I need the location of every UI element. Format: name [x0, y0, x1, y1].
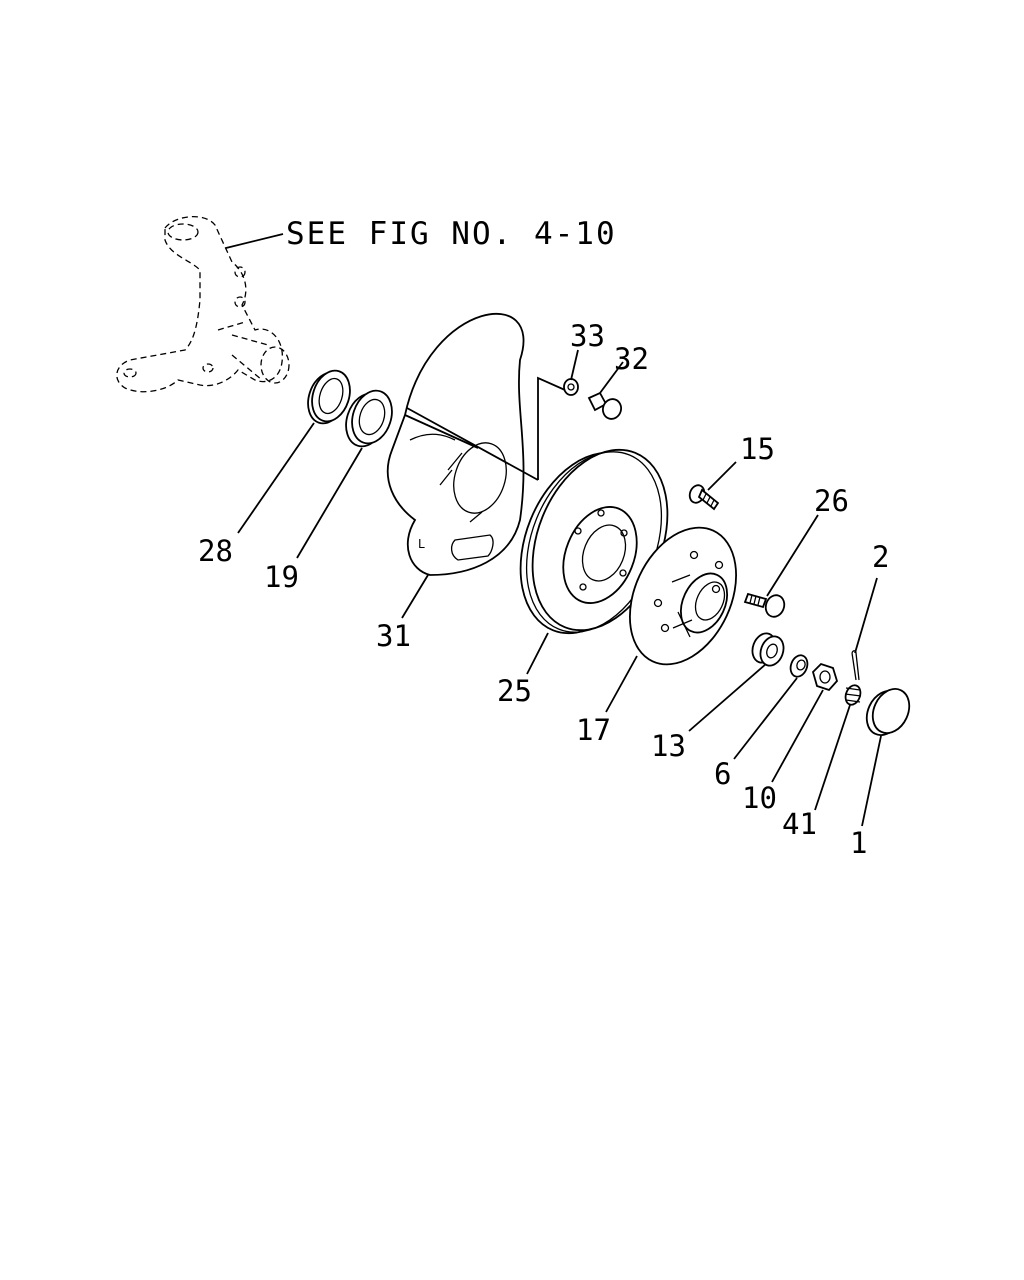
mounting-reference-lines — [406, 376, 566, 481]
part-13-outer-bearing — [751, 632, 785, 667]
part-25-brake-disc — [519, 448, 669, 635]
callout-15: 15 — [740, 432, 775, 466]
part-10-nut — [811, 662, 839, 692]
part-19-bearing — [345, 389, 393, 448]
callout-28: 28 — [198, 534, 233, 568]
mounting-reference-line-2 — [404, 414, 479, 449]
leader-6 — [733, 677, 798, 760]
leader-2 — [854, 577, 878, 654]
callout-1: 1 — [850, 826, 867, 860]
callout-19: 19 — [264, 560, 299, 594]
leader-15 — [707, 461, 737, 491]
callout-2: 2 — [872, 540, 889, 574]
leader-25 — [526, 632, 549, 675]
leader-10 — [771, 689, 824, 783]
leader-32 — [599, 361, 624, 394]
leader-33 — [570, 349, 579, 381]
part-31-dust-shield: L — [386, 313, 525, 576]
leader-31 — [401, 574, 429, 619]
part-17-hub — [629, 526, 737, 666]
leader-28 — [237, 422, 315, 534]
leader-1 — [861, 735, 882, 827]
part-32-bolt — [587, 391, 623, 420]
callout-41: 41 — [782, 807, 817, 841]
leader-41 — [814, 704, 851, 811]
part-15-hub-bolt — [688, 484, 720, 511]
callout-32: 32 — [614, 342, 649, 376]
leader-19 — [296, 447, 363, 559]
reference-note: SEE FIG NO. 4-10 — [286, 216, 617, 252]
part-6-washer — [789, 654, 809, 678]
part-2-cotter-pin — [851, 650, 860, 681]
callout-25: 25 — [497, 674, 532, 708]
callout-31: 31 — [376, 619, 411, 653]
reference-leader-line — [225, 233, 284, 249]
leader-26 — [766, 514, 819, 597]
leader-13 — [688, 663, 767, 732]
part-1-grease-cap — [865, 688, 911, 736]
part-33-lock-washer — [563, 378, 579, 396]
svg-text:L: L — [418, 537, 425, 551]
steering-knuckle — [116, 216, 290, 393]
callout-10: 10 — [742, 781, 777, 815]
part-41-nut-retainer — [844, 684, 862, 706]
callout-13: 13 — [651, 729, 686, 763]
callout-33: 33 — [570, 319, 605, 353]
callout-26: 26 — [814, 484, 849, 518]
callout-17: 17 — [576, 713, 611, 747]
part-28-oil-seal — [307, 369, 351, 425]
callout-6: 6 — [714, 757, 731, 791]
part-26-bolt — [743, 592, 786, 618]
leader-17 — [605, 655, 638, 713]
